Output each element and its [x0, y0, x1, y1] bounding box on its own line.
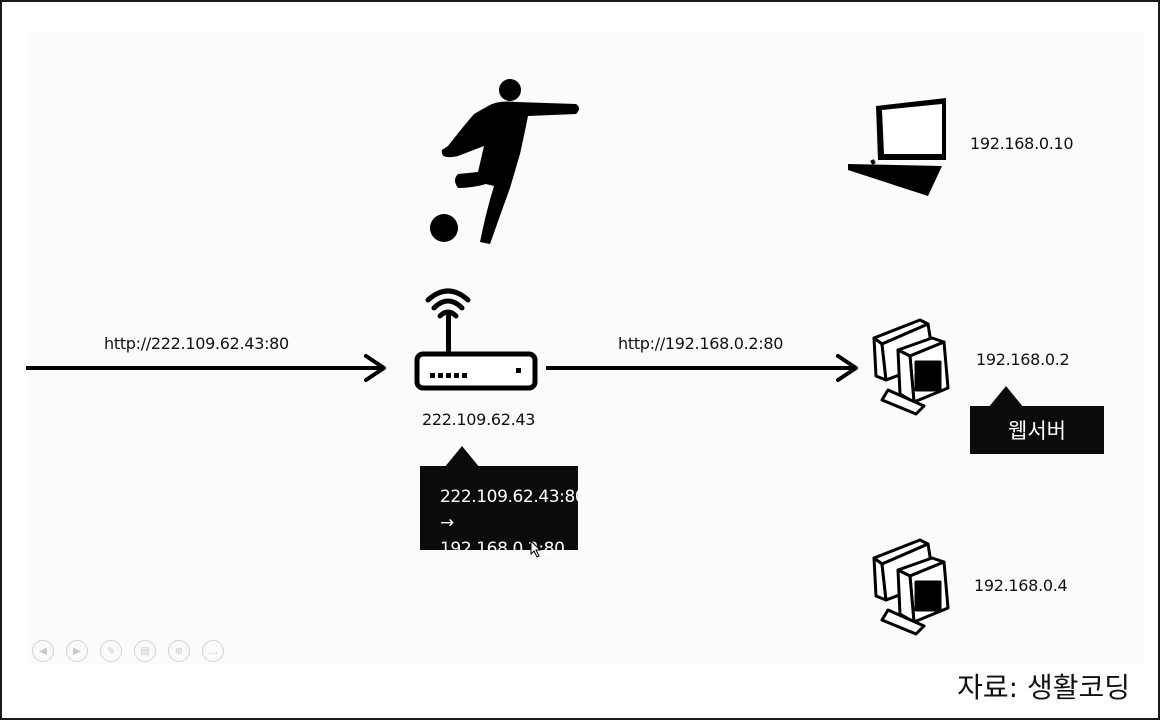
- source-caption: 자료: 생활코딩: [957, 671, 1130, 704]
- device-ip-laptop: 192.168.0.10: [970, 134, 1074, 153]
- zoom-icon[interactable]: ⊕: [168, 640, 190, 662]
- web-server-label: 웹서버: [970, 406, 1104, 454]
- port-forward-tooltip-pointer: [444, 446, 480, 468]
- port-forward-source: 222.109.62.43:80: [440, 487, 586, 507]
- port-forward-rule-box: 222.109.62.43:80 → 192.168.0.2:80: [420, 466, 586, 559]
- desktop-computer-icon: [872, 318, 950, 416]
- device-ip-web-server: 192.168.0.2: [976, 350, 1070, 369]
- incoming-url-label: http://222.109.62.43:80: [104, 334, 289, 353]
- device-ip-desktop-2: 192.168.0.4: [974, 576, 1068, 595]
- play-icon[interactable]: ▶: [66, 640, 88, 662]
- incoming-arrow: [26, 354, 386, 382]
- port-forward-destination: → 192.168.0.2:80: [440, 513, 565, 559]
- mouse-cursor-icon: [530, 539, 542, 558]
- pen-icon[interactable]: ✎: [100, 640, 122, 662]
- laptop-icon: [848, 98, 946, 196]
- router-ip-label: 222.109.62.43: [422, 410, 536, 429]
- web-server-tooltip-pointer: [988, 386, 1024, 408]
- previous-icon[interactable]: ◀: [32, 640, 54, 662]
- slide-canvas: [28, 32, 1144, 664]
- forward-arrow: [546, 354, 858, 382]
- more-icon[interactable]: …: [202, 640, 224, 662]
- forward-url-label: http://192.168.0.2:80: [618, 334, 784, 353]
- slides-icon[interactable]: ▤: [134, 640, 156, 662]
- soccer-player-icon: [430, 79, 579, 244]
- wifi-router-icon: [414, 288, 538, 391]
- desktop-computer-icon: [872, 538, 950, 636]
